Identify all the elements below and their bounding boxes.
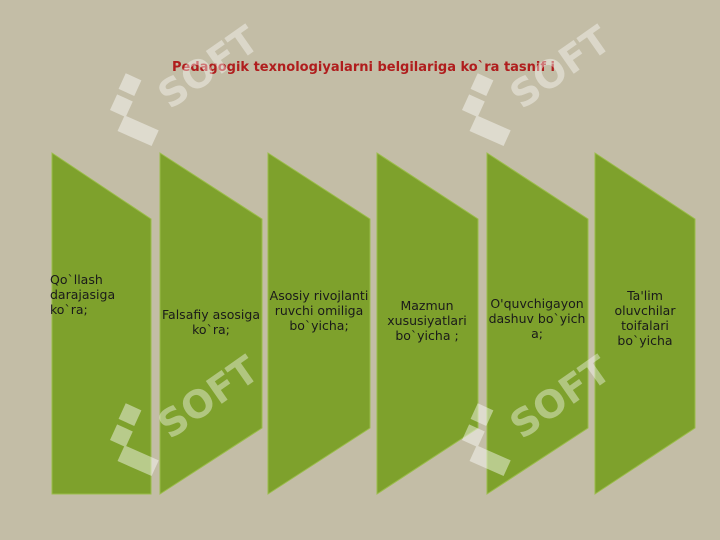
shape-3	[267, 152, 371, 495]
item-label-6: Ta'lim oluvchilar toifalari bo`yicha	[614, 288, 676, 348]
item-label-3: Asosiy rivojlantiruvchi omiliga bo`yicha…	[269, 288, 369, 333]
item-label-4: Mazmun xususiyatlari bo`yicha ;	[387, 298, 467, 343]
item-label-1: Qo`llash darajasiga ko`ra;	[50, 272, 116, 317]
shape-2	[159, 152, 263, 495]
item-label-2: Falsafiy asosiga ko`ra;	[162, 307, 260, 337]
shape-1	[51, 152, 152, 495]
shape-6	[594, 152, 696, 495]
item-label-5: O'quvchigayondashuv bo`yicha;	[488, 296, 586, 341]
